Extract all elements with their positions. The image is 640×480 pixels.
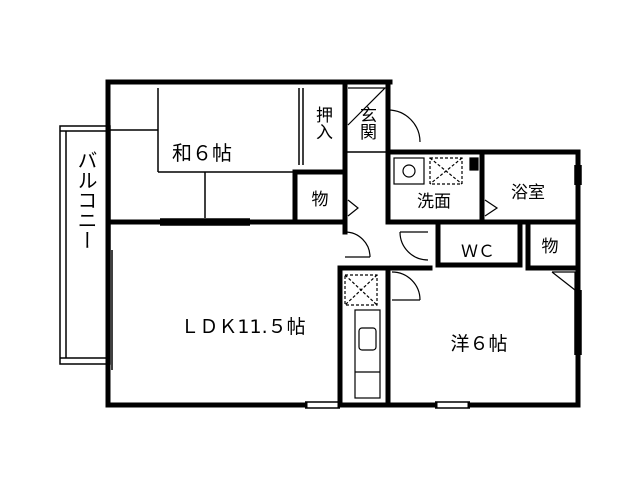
yokushitsu-label: 浴室 xyxy=(511,183,545,203)
wc-label: ＷＣ xyxy=(461,242,495,262)
step-marks xyxy=(347,199,499,217)
genkan-label: 玄関 xyxy=(356,106,376,140)
washitsu-label: 和６帖 xyxy=(172,141,232,165)
senmen-label: 洗面 xyxy=(417,192,451,212)
youshitsu-label: 洋６帖 xyxy=(450,333,507,355)
ldk-label: ＬＤＫ11.５帖 xyxy=(180,316,305,338)
fixtures xyxy=(344,157,479,399)
balcony-label: バルコニー xyxy=(74,150,98,250)
walls xyxy=(105,79,581,408)
partitions xyxy=(108,88,582,409)
door-swings xyxy=(344,87,576,301)
mono2-label: 物 xyxy=(542,237,559,257)
oshiire-label: 押入 xyxy=(312,106,333,140)
mono1-label: 物 xyxy=(312,190,329,210)
